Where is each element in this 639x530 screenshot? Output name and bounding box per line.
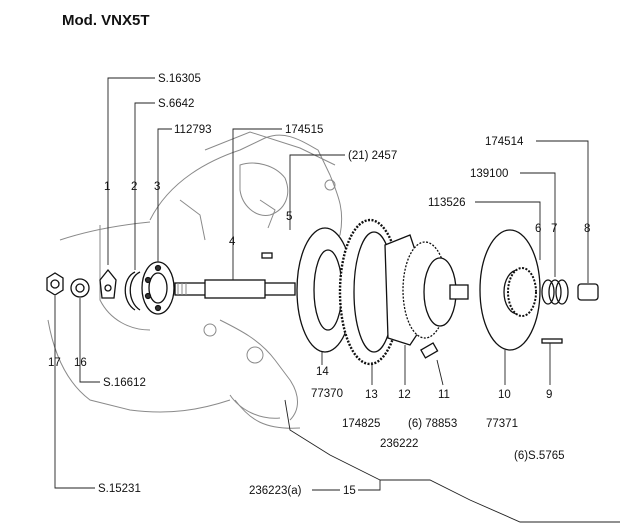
part-number-14: 77370 bbox=[311, 388, 343, 400]
part-number-12: 236222 bbox=[380, 438, 418, 450]
part-number-17: S.15231 bbox=[98, 483, 141, 495]
part-number-3: 112793 bbox=[174, 124, 212, 136]
part-number-labels: S.16305 S.6642 112793 174515 (21) 2457 1… bbox=[98, 73, 565, 497]
callout-12: 12 bbox=[398, 389, 411, 401]
part-number-1: S.16305 bbox=[158, 73, 201, 85]
part-number-10: 77371 bbox=[486, 418, 518, 430]
callout-9: 9 bbox=[546, 389, 552, 401]
part-12-differential-case bbox=[384, 234, 469, 346]
part-4-shaft bbox=[174, 279, 296, 299]
callout-14: 14 bbox=[316, 366, 329, 378]
callout-1: 1 bbox=[104, 181, 110, 193]
part-number-7: 139100 bbox=[470, 168, 508, 180]
part-8-plug bbox=[577, 283, 599, 301]
part-7-spring bbox=[541, 279, 569, 305]
callout-numbers: 1 2 3 4 5 6 7 8 9 10 11 12 13 14 15 16 1… bbox=[48, 181, 590, 497]
part-17-nut bbox=[46, 272, 64, 296]
callout-7: 7 bbox=[551, 223, 557, 235]
part-number-8: 174514 bbox=[485, 136, 524, 148]
callout-3: 3 bbox=[154, 181, 160, 193]
callout-17: 17 bbox=[48, 357, 61, 369]
gearbox-housing bbox=[47, 131, 343, 429]
part-number-9: (6)S.5765 bbox=[514, 450, 565, 462]
callout-11: 11 bbox=[438, 389, 450, 401]
part-number-2: S.6642 bbox=[158, 98, 194, 110]
part-2-snap-ring bbox=[124, 271, 141, 311]
part-number-4: 174515 bbox=[285, 124, 323, 136]
part-6-gear bbox=[507, 267, 537, 317]
callout-15: 15 bbox=[343, 485, 356, 497]
callout-13: 13 bbox=[365, 389, 378, 401]
part-11-screw bbox=[420, 342, 439, 359]
callout-16: 16 bbox=[74, 357, 87, 369]
part-1-lock-plate bbox=[99, 268, 117, 299]
model-title: Mod. VNX5T bbox=[62, 12, 150, 29]
callout-8: 8 bbox=[584, 223, 590, 235]
callout-4: 4 bbox=[229, 236, 236, 248]
leader-lines bbox=[54, 77, 620, 523]
part-16-lock-washer bbox=[70, 278, 90, 298]
part-number-13: 174825 bbox=[342, 418, 380, 430]
part-number-5: (21) 2457 bbox=[348, 150, 397, 162]
callout-5: 5 bbox=[286, 211, 292, 223]
part-number-6: 113526 bbox=[428, 197, 466, 209]
part-9-bolt bbox=[541, 338, 563, 344]
callout-6: 6 bbox=[535, 223, 541, 235]
part-number-16: S.16612 bbox=[103, 377, 146, 389]
callout-2: 2 bbox=[131, 181, 137, 193]
part-number-11: (6) 78853 bbox=[408, 418, 457, 430]
part-number-15: 236223(a) bbox=[249, 485, 302, 497]
part-3-bearing bbox=[141, 261, 175, 315]
part-5-pin bbox=[261, 252, 273, 259]
callout-10: 10 bbox=[498, 389, 511, 401]
